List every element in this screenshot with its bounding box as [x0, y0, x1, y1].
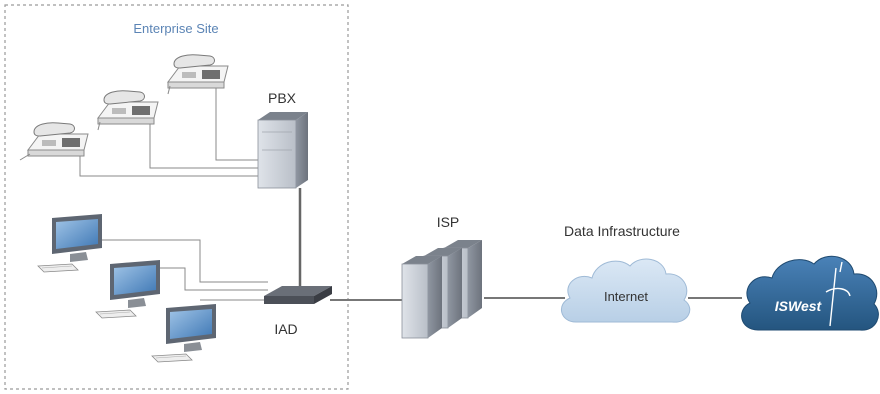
pbx-label: PBX — [268, 90, 297, 106]
phone-links — [79, 85, 258, 177]
phone-icon — [19, 122, 89, 161]
computer-icon — [151, 304, 216, 363]
iswest-label: ISWest — [775, 298, 823, 314]
iad-device-icon — [264, 286, 332, 304]
isp-label: ISP — [437, 214, 460, 230]
isp-server-icon — [401, 240, 482, 339]
pbx-server-icon — [257, 112, 308, 189]
computer-icon — [95, 260, 160, 319]
iswest-cloud-icon — [741, 255, 879, 331]
computer-links — [102, 239, 268, 301]
phone-icon — [167, 54, 229, 95]
enterprise-site-label: Enterprise Site — [133, 21, 218, 36]
internet-label: Internet — [604, 289, 648, 304]
iad-label: IAD — [274, 321, 297, 337]
iswest-logo-icon — [825, 261, 851, 327]
internet-cloud-icon — [561, 258, 691, 323]
data-infrastructure-label: Data Infrastructure — [564, 223, 680, 239]
enterprise-site-boundary — [4, 4, 349, 390]
computer-icon — [37, 214, 102, 273]
phone-icon — [97, 90, 159, 131]
